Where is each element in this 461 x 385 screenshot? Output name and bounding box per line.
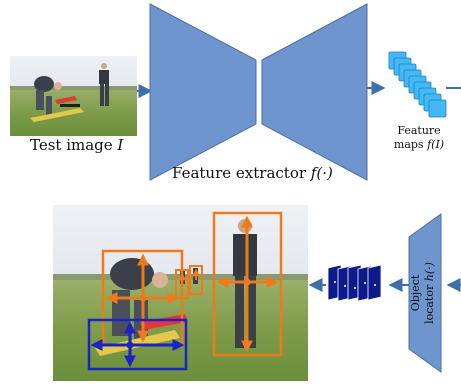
model-plane xyxy=(30,96,84,122)
feature-maps-stack xyxy=(388,51,447,118)
bbox-model-plane-arrows xyxy=(90,321,185,368)
bbox-person-standing-arrows xyxy=(216,215,279,353)
test-image-var: I xyxy=(117,136,124,154)
bbox-model-plane xyxy=(87,318,188,371)
out-person-standing xyxy=(233,219,257,348)
locator-output-maps xyxy=(327,264,382,302)
feature-maps-line2-wrap: maps f(I) xyxy=(384,138,454,152)
feature-extractor-text: Feature extractor xyxy=(172,164,311,182)
bbox-distant-person-2 xyxy=(189,265,203,295)
test-image-text: Test image xyxy=(30,136,118,154)
decoder-trapezoid xyxy=(261,3,368,181)
feature-map-slice xyxy=(428,99,447,118)
object-locator-line2-wrap: locator h(·) xyxy=(423,233,437,353)
feature-maps-line2: maps xyxy=(393,138,428,151)
bbox-person-standing xyxy=(212,211,283,357)
encoder-trapezoid xyxy=(149,3,257,181)
feature-extractor-label: Feature extractor f(·) xyxy=(172,164,333,182)
object-locator-label: Object locator h(·) xyxy=(409,233,437,353)
test-image xyxy=(10,56,137,136)
locator-map-slice xyxy=(367,264,382,301)
detection-boxes xyxy=(87,211,283,371)
object-locator-line1: Object xyxy=(409,274,422,312)
out-model-plane xyxy=(95,314,188,356)
object-locator-trapezoid xyxy=(408,213,442,373)
person-bending xyxy=(34,76,62,116)
person-standing xyxy=(99,63,109,106)
object-locator-fn: h(·) xyxy=(423,262,436,282)
feature-maps-label: Feature maps f(I) xyxy=(384,124,454,152)
feature-extractor xyxy=(149,3,368,181)
bbox-distant-person-1 xyxy=(175,269,189,299)
feature-maps-fn: f(I) xyxy=(427,138,445,151)
feature-maps-line1: Feature xyxy=(397,124,441,137)
feature-extractor-fn: f(·) xyxy=(310,164,333,182)
test-image-label: Test image I xyxy=(30,136,123,154)
object-locator-line2: locator xyxy=(423,281,436,324)
